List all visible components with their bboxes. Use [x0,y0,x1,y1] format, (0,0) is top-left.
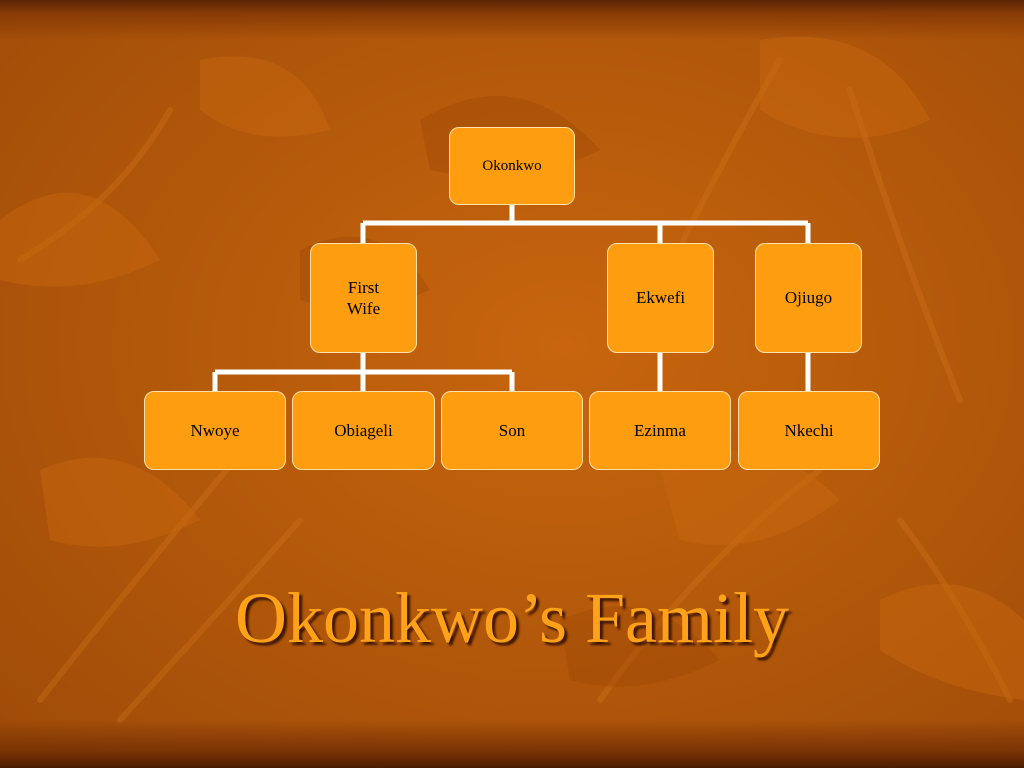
node-ekwefi: Ekwefi [607,243,714,353]
node-ezinma: Ezinma [589,391,731,470]
node-obiageli: Obiageli [292,391,435,470]
node-ojiugo: Ojiugo [755,243,862,353]
node-son: Son [441,391,583,470]
node-first-wife: First Wife [310,243,417,353]
node-okonkwo: Okonkwo [449,127,575,205]
node-nkechi: Nkechi [738,391,880,470]
slide-title: Okonkwo’s Family [234,578,790,658]
node-nwoye: Nwoye [144,391,286,470]
